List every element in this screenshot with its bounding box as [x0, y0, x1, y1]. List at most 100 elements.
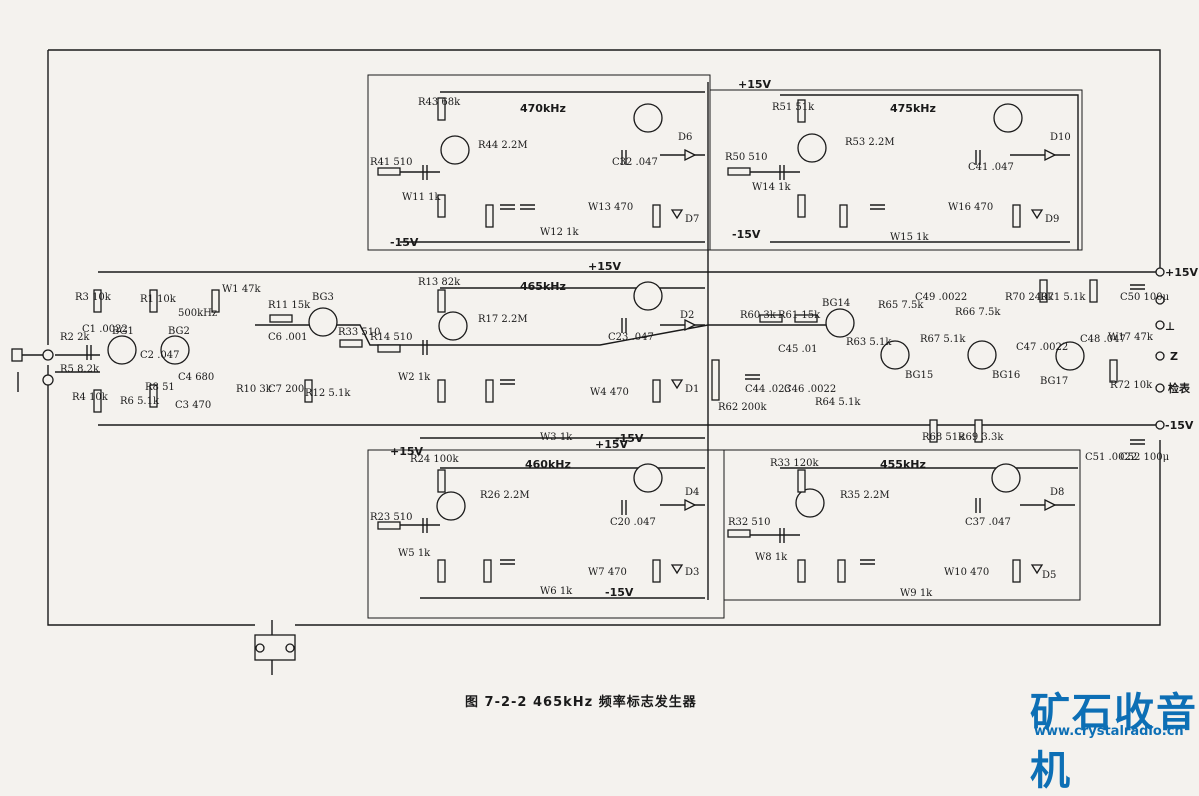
transistor-bg10: [440, 135, 470, 165]
osc1-coupling: R53 2.2M: [845, 137, 895, 148]
capacitor-group: [86, 150, 1145, 565]
terminal-in[interactable]: [1155, 295, 1165, 305]
osc2-pot2: W4 470: [590, 387, 629, 398]
osc2-bias: R13 82k: [418, 277, 461, 288]
resistor-group: [93, 97, 1118, 583]
osc2-coupling: R17 2.2M: [478, 314, 528, 325]
osc3-diode2: D3: [685, 567, 699, 578]
site-url: www.crystalradio.cn: [1034, 724, 1184, 739]
terminal-z-label: Z: [1170, 350, 1178, 363]
rail-neg-label-5: -15V: [1165, 419, 1194, 432]
osc2-diode2: D1: [685, 384, 699, 395]
in-label-8: R6 5.1k: [120, 396, 160, 407]
out-label-23: R72 10k: [1110, 380, 1153, 391]
out-label-0: R60 3k: [740, 310, 777, 321]
osc1-trim: W14 1k: [752, 182, 792, 193]
transistor-bg13: [993, 103, 1023, 133]
rail-neg-label-1: -15V: [390, 236, 419, 249]
oscillator-box-bottom: [367, 449, 1081, 619]
transistor-bg17: [1055, 341, 1085, 371]
terminal-plus15[interactable]: [1155, 267, 1165, 277]
osc4-coupling: R35 2.2M: [840, 490, 890, 501]
osc1-diode2: D9: [1045, 214, 1059, 225]
transistor-bg9: [991, 463, 1021, 493]
out-label-19: C47 .0022: [1016, 342, 1068, 353]
in-label-6: R1 10k: [140, 294, 177, 305]
terminal-z[interactable]: [1155, 351, 1165, 361]
osc2-trim-r: R14 510: [370, 332, 413, 343]
out-label-18: R71 5.1k: [1040, 292, 1086, 303]
in-label-21: R12 5.1k: [305, 388, 351, 399]
in-label-19: C7 200: [268, 384, 304, 395]
osc4-bias: R33 120k: [770, 458, 820, 469]
out-label-24: C50 100μ: [1120, 292, 1170, 303]
osc1-cap: C41 .047: [968, 162, 1014, 173]
out-label-10: C49 .0022: [915, 292, 967, 303]
out-label-6: C46 .0022: [784, 384, 836, 395]
in-label-15: R10 3k: [236, 384, 273, 395]
out-label-25: C51 .0022: [1085, 452, 1137, 463]
terminal-minus15[interactable]: [1155, 420, 1165, 430]
osc4-pot: W9 1k: [900, 588, 933, 599]
out-label-21: W17 47k: [1108, 332, 1154, 343]
in-label-3: R5 8.2k: [60, 364, 100, 375]
diode-group: [670, 148, 1057, 575]
in-label-5: BG1: [112, 326, 134, 337]
power-rails: [98, 82, 1160, 600]
out-label-1: R61 15k: [778, 310, 821, 321]
osc3-pot: W6 1k: [540, 586, 573, 597]
terminal-check[interactable]: [1155, 383, 1165, 393]
input-jack: [11, 348, 23, 362]
transistor-bg6: [436, 491, 466, 521]
transistor-bg3: [308, 307, 338, 337]
rail-pos-label-5: +15V: [1165, 266, 1199, 279]
rail-pos-label-1: +15V: [738, 78, 772, 91]
out-label-17: R70 240k: [1005, 292, 1055, 303]
out-label-5: C45 .01: [778, 344, 817, 355]
out-label-15: R68 51k: [922, 432, 965, 443]
transistor-bg2: [160, 335, 190, 365]
freq-label-465: 465kHz: [520, 280, 566, 293]
out-label-13: BG15: [905, 370, 933, 381]
in-label-20: BG3: [312, 292, 334, 303]
osc3-diode: D4: [685, 487, 699, 498]
osc4-trim: W8 1k: [755, 552, 788, 563]
osc0-diode: D6: [678, 132, 692, 143]
rail-pos-label-3: +15V: [595, 438, 629, 451]
rail-neg-label-4: -15V: [605, 586, 634, 599]
osc3-trim: W5 1k: [398, 548, 431, 559]
transistor-bg12: [797, 133, 827, 163]
in-label-12: 500kHz: [178, 308, 217, 319]
osc4-diode: D8: [1050, 487, 1064, 498]
osc1-trim-r: R50 510: [725, 152, 768, 163]
input-terminal-1[interactable]: [42, 349, 54, 361]
freq-label-475: 475kHz: [890, 102, 936, 115]
in-label-18: C6 .001: [268, 332, 307, 343]
osc1-diode: D10: [1050, 132, 1071, 143]
osc3-cap: C20 .047: [610, 517, 656, 528]
terminal-ground-label: ⊥: [1165, 320, 1175, 333]
rail-pos-label-2: +15V: [588, 260, 622, 273]
transistor-bg15: [880, 340, 910, 370]
figure-caption: 图 7-2-2 465kHz 频率标志发生器: [465, 695, 697, 710]
osc0-pot: W12 1k: [540, 227, 580, 238]
signal-path: [55, 154, 1075, 536]
in-label-10: C3 470: [175, 400, 211, 411]
frame-wires: [47, 49, 1161, 626]
osc3-coupling: R26 2.2M: [480, 490, 530, 501]
in-label-13: C4 680: [178, 372, 214, 383]
out-label-22: BG17: [1040, 376, 1068, 387]
out-label-14: BG16: [992, 370, 1020, 381]
input-terminal-2[interactable]: [42, 374, 54, 386]
text-labels: 470kHz 475kHz 465kHz 460kHz 455kHz +15V …: [60, 78, 1199, 599]
input-terminals: [11, 348, 54, 392]
transistor-bg1: [107, 335, 137, 365]
in-label-11: R8 51: [145, 382, 175, 393]
in-label-2: C1 .0022: [82, 324, 128, 335]
rail-neg-label-3: -15V: [615, 432, 644, 445]
osc2-diode: D2: [680, 310, 694, 321]
terminal-check-label: 检表: [1168, 381, 1191, 395]
terminal-ground[interactable]: [1155, 320, 1165, 330]
freq-label-460: 460kHz: [525, 458, 571, 471]
transistor-bg4: [438, 311, 468, 341]
